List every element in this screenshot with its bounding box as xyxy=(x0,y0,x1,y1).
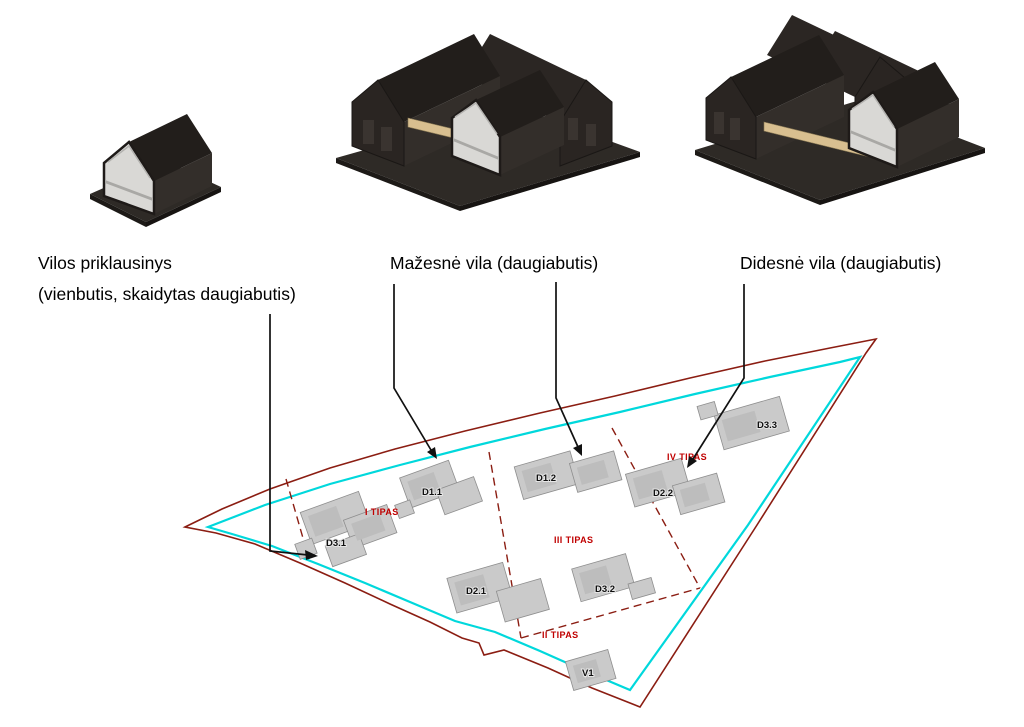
arrowhead xyxy=(305,550,318,560)
plan-building-d3-3 xyxy=(696,395,790,451)
annotation-left-line2: (vienbutis, skaidytas daugiabutis) xyxy=(38,284,296,304)
plan-building-d2-2 xyxy=(624,457,726,516)
section-floor-slab xyxy=(850,130,896,152)
plan-building-v1 xyxy=(564,649,617,692)
house-section-face xyxy=(450,98,502,177)
arrowhead xyxy=(687,456,697,468)
section-roof-inner-line xyxy=(454,101,498,135)
leader-middle-2 xyxy=(555,282,579,448)
window xyxy=(714,112,724,134)
zone-divider xyxy=(520,587,701,639)
zone-label: I TIPAS xyxy=(365,507,399,517)
building-label: D2.2 xyxy=(653,488,673,499)
front-section-house xyxy=(450,70,564,177)
leader-arrowheads xyxy=(305,444,697,560)
house-roof xyxy=(476,70,564,137)
annotation-middle-text: Mažesnė vila (daugiabutis) xyxy=(390,253,599,273)
leader-right xyxy=(692,284,745,460)
house-side-wall xyxy=(756,75,844,159)
building-label: D3.3 xyxy=(757,420,777,431)
building-label: V1 xyxy=(582,668,594,679)
zone-label: IV TIPAS xyxy=(667,452,707,462)
window xyxy=(586,124,596,146)
arrowhead xyxy=(573,444,582,456)
base-slab-edge xyxy=(90,194,146,227)
base-slab-edge xyxy=(820,148,985,205)
house-roof xyxy=(129,114,212,181)
house-roof xyxy=(731,35,844,117)
house-side-wall xyxy=(897,99,959,167)
back-left-house xyxy=(705,35,844,160)
annotation-left: Vilos priklausinys (vienbutis, skaidytas… xyxy=(38,248,296,310)
zone-label: III TIPAS xyxy=(554,535,593,545)
annotation-right: Didesnė vila (daugiabutis) xyxy=(740,248,941,279)
plan-building-d1-2 xyxy=(513,450,623,501)
house-gable-face xyxy=(559,79,613,167)
leader-left xyxy=(269,314,309,556)
window xyxy=(363,120,374,144)
section-roof-inner-line xyxy=(107,144,151,179)
base-slab-edge xyxy=(146,187,221,227)
window xyxy=(730,118,740,140)
building-label: D3.2 xyxy=(595,584,615,595)
house-section-face xyxy=(847,90,899,169)
base-slab-edge xyxy=(336,158,460,211)
building-label: D3.1 xyxy=(326,538,347,549)
window xyxy=(568,118,578,140)
plan-building-d1-1 xyxy=(394,459,483,520)
plan-building-d3-1 xyxy=(294,490,398,568)
site-boundary xyxy=(182,337,878,708)
zone-label: II TIPAS xyxy=(542,630,579,640)
annotation-right-text: Didesnė vila (daugiabutis) xyxy=(740,253,942,273)
plan-building-d2-1 xyxy=(446,561,550,623)
inner-boundary xyxy=(204,355,863,692)
house-side-wall xyxy=(154,153,212,214)
annotation-left-line1: Vilos priklausinys xyxy=(38,253,172,273)
section-floor-slab xyxy=(105,180,153,201)
large-villa-illustration xyxy=(695,15,985,205)
annotation-middle: Mažesnė vila (daugiabutis) xyxy=(390,248,598,279)
house-side-wall xyxy=(500,107,564,175)
leader-middle-1 xyxy=(393,284,432,451)
base-slab-edge xyxy=(460,152,640,211)
window xyxy=(381,127,392,151)
base-slab-edge xyxy=(695,150,820,205)
plan-buildings xyxy=(294,395,790,692)
building-label: D2.1 xyxy=(466,586,487,597)
arrowhead xyxy=(427,447,437,459)
leader-lines xyxy=(269,282,745,556)
section-roof-inner-line xyxy=(851,93,895,128)
site-plan: D3.1 D1.1 D1.2 D2.1 D3.2 D2.2 D3.3 V1 I … xyxy=(182,337,878,708)
zone-divider xyxy=(611,427,701,589)
medium-villa-illustration xyxy=(336,34,640,211)
building-label: D1.2 xyxy=(536,473,556,484)
plan-building-d3-2 xyxy=(571,553,656,603)
small-villa-illustration xyxy=(90,114,221,227)
house-roof xyxy=(378,34,500,122)
front-section-house xyxy=(847,62,959,169)
building-label: D1.1 xyxy=(422,487,443,498)
section-floor-slab xyxy=(453,138,499,160)
house-roof xyxy=(873,62,959,129)
